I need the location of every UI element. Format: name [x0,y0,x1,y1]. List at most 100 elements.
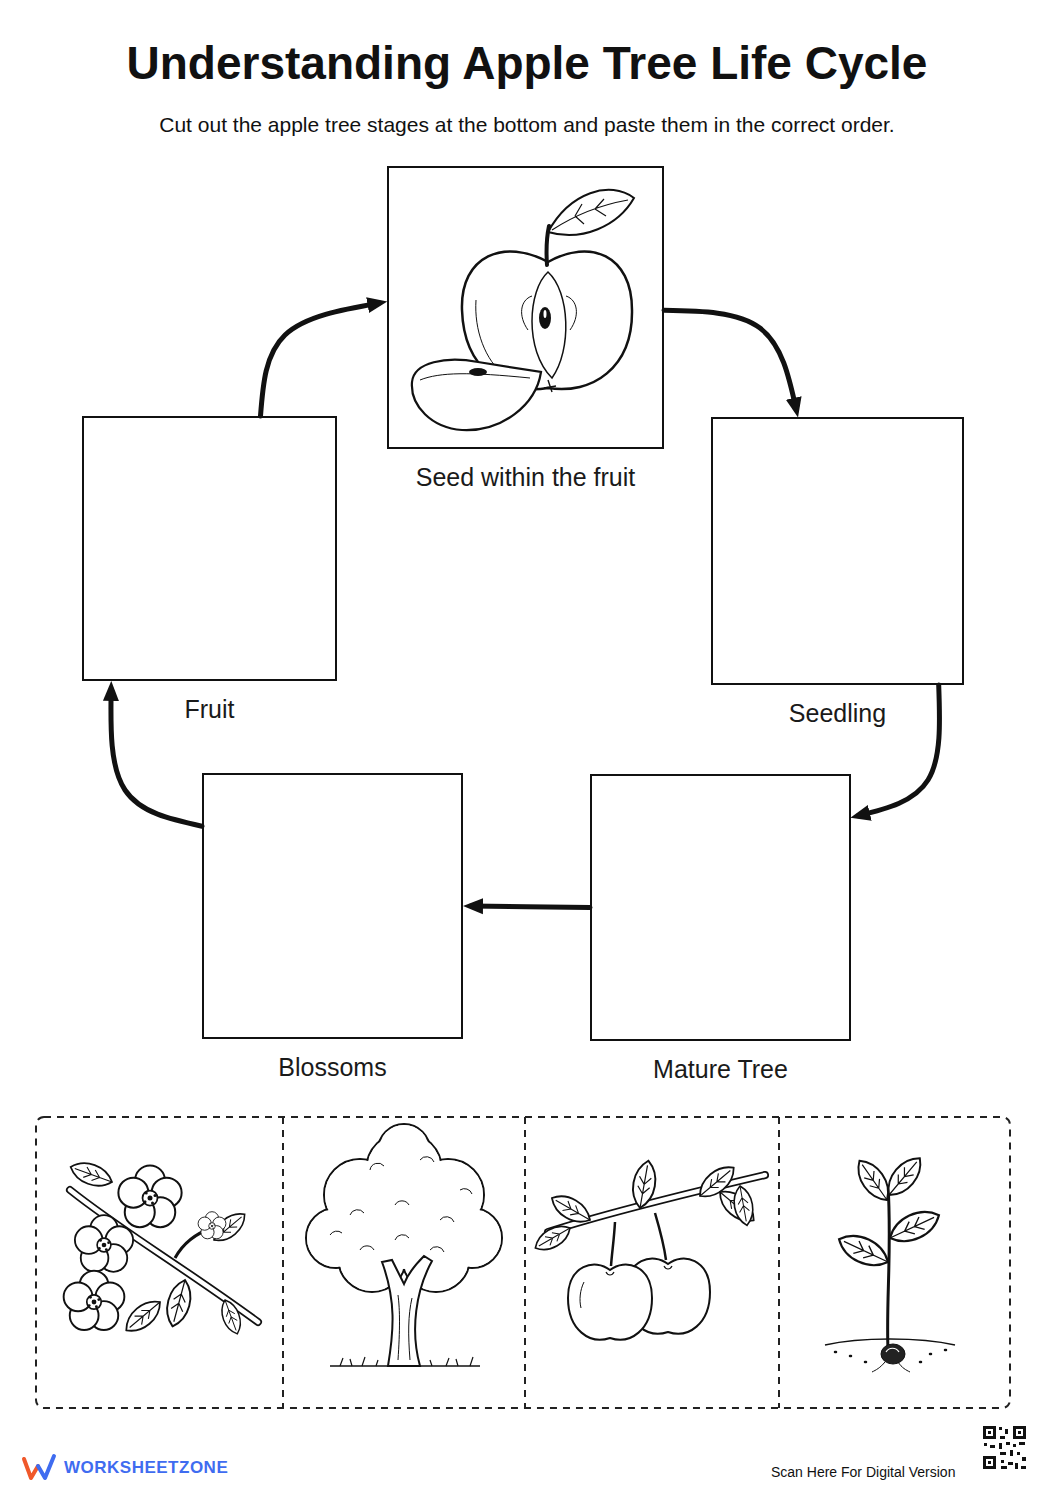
qr-code [984,1443,987,1446]
qr-code [1000,1452,1006,1455]
seedling-illustration [881,1344,905,1364]
seedling-illustration [825,1151,955,1372]
qr-code [1001,1466,1007,1469]
apple-half-illustration [548,190,634,235]
stage-box: Mature Tree [590,774,851,1041]
apple-branch-illustration [531,1220,575,1256]
stage-label: Seed within the fruit [319,463,732,492]
qr-code [1008,1462,1013,1465]
cycle-arrow [261,303,380,416]
stage-label: Seedling [643,699,1032,728]
qr-code [990,1445,995,1448]
blossom-illustration [75,1215,133,1272]
apple-half-illustration [412,190,634,430]
apple-branch-illustration [568,1265,652,1340]
blossom-illustration [118,1166,181,1228]
qr-caption: Scan Here For Digital Version [771,1464,955,1480]
seedling-illustration [888,1185,890,1350]
qr-code [1022,1457,1026,1461]
qr-code [1005,1429,1008,1434]
apple-half-illustration [532,272,566,378]
qr-code [1017,1452,1020,1455]
instruction-text: Cut out the apple tree stages at the bot… [0,113,1054,137]
stage-label: Blossoms [134,1053,531,1082]
tree-illustration [307,1125,501,1291]
cutout-strip [778,1117,780,1408]
tree-illustration [306,1124,502,1366]
blossom-illustration [120,1294,166,1337]
qr-code [986,1429,993,1436]
apple-half-illustration [544,380,556,392]
tree-illustration [379,1125,429,1175]
qr-code [999,1427,1002,1430]
blossom-illustration [162,1277,195,1329]
qr-code [988,1431,991,1434]
edge-group [111,303,940,908]
seedling-illustration [885,1204,944,1249]
qr-code [1015,1463,1018,1469]
qr-code [983,1426,996,1439]
tree-illustration [330,1157,472,1252]
apple-half-illustration [469,368,487,376]
blossom-illustration [198,1212,226,1239]
stage-label: Fruit [14,695,405,724]
seedling-illustration [834,1228,893,1273]
qr-code [999,1443,1002,1449]
brand-logo [24,1456,54,1478]
qr-code [1010,1450,1013,1456]
qr-code [1000,1436,1005,1439]
page-title: Understanding Apple Tree Life Cycle [0,36,1054,90]
qr-code [1001,1460,1004,1463]
stage-box: Seed within the fruit [387,166,664,449]
apple-half-illustration [539,307,551,329]
blossom-illustration [64,1271,125,1330]
seedling-illustration [886,1348,899,1352]
qr-code [983,1456,996,1469]
cutout-strip [36,1117,1010,1408]
apple-branch-illustration [731,1184,756,1227]
blossom-illustration [217,1297,245,1336]
apple-half-illustration [412,360,541,430]
cutout-strip [282,1117,284,1408]
stage-box: Seedling [711,417,964,685]
brand-logo [38,1456,54,1478]
stage-box: Blossoms [202,773,463,1039]
blossom-illustration [64,1158,258,1338]
qr-code [1013,1426,1026,1439]
cycle-arrow [471,906,590,907]
qr-code [1013,1444,1016,1447]
qr-code [1016,1429,1023,1436]
apple-half-illustration [546,226,549,265]
tree-illustration [360,1181,448,1269]
qr-code [986,1459,993,1466]
tree-illustration [382,1256,432,1366]
cutout-strip [36,1117,1010,1408]
qr-code [1021,1466,1026,1469]
apple-branch-illustration [611,1222,615,1266]
brand-name: WORKSHEETZONE [64,1458,228,1478]
seedling-illustration [881,1151,928,1202]
apple-branch-illustration [629,1159,659,1210]
qr-code [1006,1442,1010,1445]
apple-half-illustration [522,296,577,330]
stage-label: Mature Tree [522,1055,919,1084]
brand-logo [24,1459,38,1478]
apple-branch-illustration [655,1213,666,1260]
tree-illustration [330,1157,472,1252]
qr-code [1018,1431,1021,1434]
apple-half-illustration [552,199,628,230]
apple-branch-illustration [531,1159,765,1340]
stage-box: Fruit [82,416,337,681]
qr-code [983,1426,1026,1469]
qr-code [1019,1442,1025,1445]
tree-illustration [398,1295,412,1360]
apple-branch-illustration [714,1184,760,1227]
apple-branch-illustration [547,1189,595,1228]
qr-code [988,1461,991,1464]
cutout-strip [524,1117,526,1408]
tree-illustration [306,1124,502,1292]
apple-half-illustration [544,310,547,318]
